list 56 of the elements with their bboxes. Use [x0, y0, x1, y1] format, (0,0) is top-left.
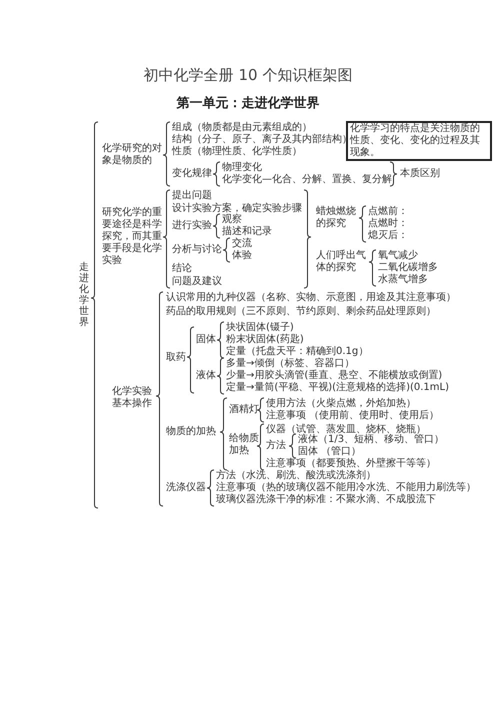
branch-text: 定量（托盘天平：精确到0.1g） — [226, 346, 368, 358]
branch-text: 结论 — [172, 263, 192, 275]
branch-text: 多量→倾倒（标签、容器口） — [226, 358, 354, 370]
branch-text: 注意事项（热的玻璃仪器不能用冷水洗、不能用力刷洗等） — [216, 482, 476, 494]
branch-text: 酒精灯 — [229, 404, 259, 416]
branch-text: 物理变化 — [222, 162, 262, 174]
branch-text: 描述和记录 — [222, 226, 272, 238]
branch-text: 液体 — [196, 370, 216, 382]
branch-text: 化学研究的对象是物质的 — [102, 143, 163, 167]
branch-text: 固体 — [196, 334, 216, 346]
branch-text: 交流 — [232, 238, 252, 250]
branch-text: 点燃时： — [368, 218, 408, 230]
branch-text: 注意事项 （使用前、使用时、使用后） — [266, 410, 440, 422]
branch-text: 化学实验基本操作 — [112, 386, 153, 410]
branch-text: 体验 — [232, 250, 252, 262]
branch-text: 提出问题 — [172, 190, 212, 202]
branch-text: 点燃前： — [368, 206, 408, 218]
branch-text: 变化规律 — [172, 168, 212, 180]
branch-text: 性质（物理性质、化学性质） — [172, 146, 302, 158]
branch-text: 本质区别 — [400, 168, 440, 180]
branch-text: 蜡烛燃烧的探究 — [316, 206, 357, 230]
branch-text: 熄灭后： — [368, 230, 408, 242]
branch-text: 设计实验方案，确定实验步骤 — [172, 203, 302, 214]
branch-text: 注意事项（都要预热、外壁擦干等等） — [266, 458, 436, 470]
branch-text: 化学变化—化合、分解、置换、复分解 — [222, 174, 392, 186]
branch-text: 液体（1/3、短柄、移动、管口） — [298, 434, 444, 446]
branch-text: 玻璃仪器洗涤干净的标准：不聚水滴、不成股流下 — [216, 494, 436, 506]
branch-text: 氧气减少 — [378, 250, 418, 262]
branch-text: 给物质加热 — [229, 433, 260, 457]
branch-text: 观察 — [222, 214, 242, 226]
branch-text: 药品的取用规则（三不原则、节约原则、剩余药品处理原则） — [166, 306, 436, 318]
branch-text: 人们呼出气体的探究 — [316, 250, 367, 274]
branch-text: 研究化学的重要途径是科学探究，而其重要手段是化学实验 — [102, 207, 163, 267]
branch-text: 洗涤仪器 — [166, 482, 206, 494]
heading: 初中化学全册 10 个知识框架图 — [144, 65, 352, 86]
branch-text: 二氧化碳增多 — [378, 262, 438, 274]
branch-text: 定量→量筒(平稳、平视)(注意规格的选择)(0.1mL) — [226, 382, 450, 394]
branch-text: 物质的加热 — [166, 426, 216, 438]
vertical-topic-text: 走进化学世界 — [79, 262, 89, 328]
branch-text: 方法（水洗、刷洗、酸洗或洗涤剂） — [216, 470, 376, 482]
branch-text: 问题及建议 — [172, 276, 222, 288]
branch-text: 固体 （管口） — [298, 446, 362, 458]
branch-text: 仪器（试管、蒸发皿、烧杯、烧瓶） — [266, 424, 426, 435]
branch-text: 水蒸气增多 — [378, 274, 428, 286]
branch-text: 认识常用的九种仪器（名称、实物、示意图，用途及其注意事项） — [166, 292, 456, 304]
branch-text: 分析与讨论 — [172, 244, 222, 256]
branch-text: 少量→用胶头滴管(垂直、悬空、不能横放或倒置) — [226, 370, 442, 382]
branch-text: 取药 — [166, 352, 186, 364]
branch-text: 方法 — [266, 440, 286, 452]
subheading: 第一单元：走进化学世界 — [176, 95, 320, 113]
branch-text: 组成（物质都是由元素组成的） — [172, 122, 312, 134]
branch-text: 粉末状固体(药匙) — [226, 334, 304, 346]
branch-text: 进行实验 — [172, 220, 212, 232]
note-box: 化学学习的特点是关注物质的性质、变化、变化的过程及其现象。 — [346, 121, 492, 161]
branch-text: 块状固体(镊子) — [226, 322, 294, 334]
branch-text: 使用方法（火柴点燃，外焰加热） — [266, 398, 416, 410]
